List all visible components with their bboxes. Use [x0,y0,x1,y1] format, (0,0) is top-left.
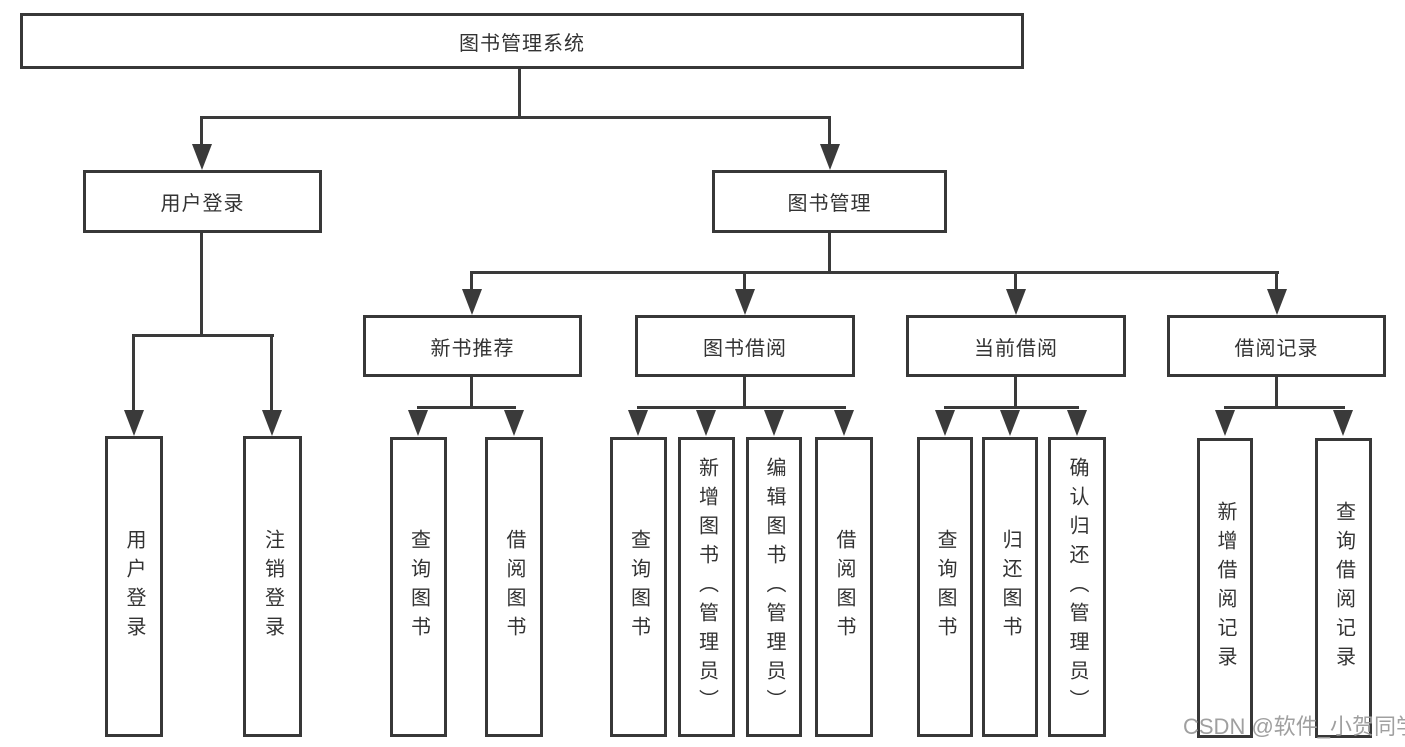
connector-line [637,406,846,409]
connector-line [828,116,831,148]
arrow-down-icon [408,410,428,436]
connector-line [1224,406,1345,409]
arrow-down-icon [124,410,144,436]
node-root-label: 图书管理系统 [459,32,585,55]
leaf-borrow-add-books-admin: 新增图书（管理员） [678,437,735,737]
arrow-down-icon [1215,410,1235,436]
connector-line [518,69,521,118]
connector-line [1275,377,1278,408]
node-new-book-recommend: 新书推荐 [363,315,582,377]
node-book-borrow-label: 图书借阅 [703,337,787,360]
leaf-current-query-books-label: 查询图书 [934,529,956,645]
leaf-current-return-books: 归还图书 [982,437,1038,737]
leaf-user-login: 用户登录 [105,436,163,737]
arrow-down-icon [462,289,482,315]
node-book-management-label: 图书管理 [787,193,872,215]
leaf-borrow-borrow-books: 借阅图书 [815,437,873,737]
leaf-borrow-borrow-books-label: 借阅图书 [833,529,855,645]
arrow-down-icon [764,410,784,436]
node-root-library-management-system: 图书管理系统 [20,13,1024,69]
connector-line [828,233,831,274]
leaf-recommend-query-books: 查询图书 [390,437,447,737]
connector-line [200,233,203,336]
connector-line [133,334,274,337]
node-book-management: 图书管理 [712,170,947,233]
node-borrow-records: 借阅记录 [1167,315,1386,377]
arrow-down-icon [262,410,282,436]
arrow-down-icon [1067,410,1087,436]
connector-line [417,406,516,409]
connector-line [1275,271,1278,291]
arrow-down-icon [696,410,716,436]
connector-line [743,377,746,408]
connector-line [470,271,473,291]
node-book-borrow: 图书借阅 [635,315,855,377]
arrow-down-icon [504,410,524,436]
leaf-records-add-borrow-record: 新增借阅记录 [1197,438,1253,738]
node-current-borrow-label: 当前借阅 [974,337,1058,360]
leaf-borrow-query-books: 查询图书 [610,437,667,737]
connector-line [1014,271,1017,291]
leaf-borrow-query-books-label: 查询图书 [627,529,650,645]
arrow-down-icon [1267,289,1287,315]
arrow-down-icon [192,144,212,170]
arrow-down-icon [834,410,854,436]
node-current-borrow: 当前借阅 [906,315,1126,377]
node-borrow-records-label: 借阅记录 [1234,337,1319,360]
leaf-user-login-label: 用户登录 [123,528,145,645]
leaf-records-query-borrow-record-label: 查询借阅记录 [1332,501,1355,675]
csdn-watermark: CSDN @软件_小贺同学 [1183,714,1405,739]
leaf-current-query-books: 查询图书 [917,437,973,737]
arrow-down-icon [935,410,955,436]
arrow-down-icon [820,144,840,170]
leaf-recommend-query-books-label: 查询图书 [407,529,430,645]
node-user-login: 用户登录 [83,170,322,233]
leaf-logout: 注销登录 [243,436,302,737]
leaf-recommend-borrow-books-label: 借阅图书 [503,529,525,645]
leaf-records-query-borrow-record: 查询借阅记录 [1315,438,1372,738]
arrow-down-icon [1000,410,1020,436]
connector-line [270,334,273,412]
connector-line [471,271,1279,274]
connector-line [944,406,1079,409]
leaf-borrow-edit-books-admin: 编辑图书（管理员） [746,437,802,737]
connector-line [743,271,746,291]
arrow-down-icon [1006,289,1026,315]
node-new-book-recommend-label: 新书推荐 [430,337,515,360]
connector-line [1014,377,1017,408]
leaf-borrow-edit-books-admin-label: 编辑图书（管理员） [763,456,785,718]
leaf-borrow-add-books-admin-label: 新增图书（管理员） [695,456,718,718]
connector-line [200,116,203,148]
leaf-recommend-borrow-books: 借阅图书 [485,437,543,737]
leaf-current-confirm-return-admin: 确认归还（管理员） [1048,437,1106,737]
leaf-current-confirm-return-admin-label: 确认归还（管理员） [1066,456,1088,718]
connector-line [132,334,135,412]
arrow-down-icon [1333,410,1353,436]
leaf-logout-label: 注销登录 [261,528,284,645]
arrow-down-icon [628,410,648,436]
arrow-down-icon [735,289,755,315]
node-user-login-label: 用户登录 [160,193,245,215]
leaf-records-add-borrow-record-label: 新增借阅记录 [1214,501,1236,675]
leaf-current-return-books-label: 归还图书 [999,529,1021,645]
connector-line [470,377,473,408]
connector-line [201,116,830,119]
